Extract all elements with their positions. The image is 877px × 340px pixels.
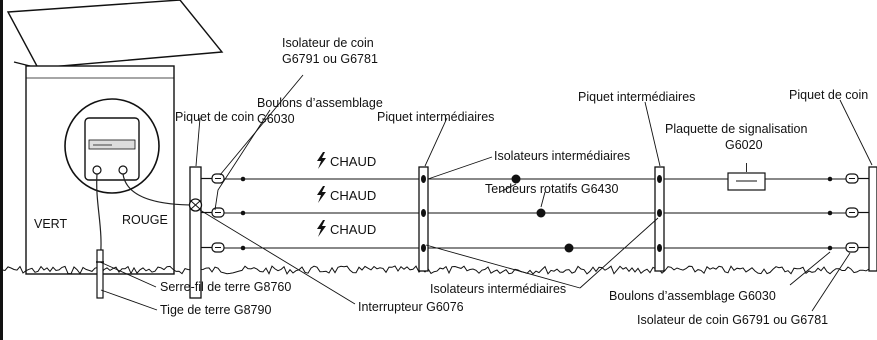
lightning-bolt-icon	[317, 186, 326, 203]
posts	[189, 166, 877, 299]
label-corner-post-right: Piquet de coin	[789, 88, 868, 102]
line-post-left	[418, 166, 429, 272]
bolts-right	[827, 176, 833, 251]
frame-edge	[0, 0, 3, 340]
label-corner-insulator-bottom: Isolateur de coin G6791 ou G6781	[637, 313, 828, 327]
label-corner-insulator-top-1: Isolateur de coin	[282, 36, 374, 50]
label-sign-1: Plaquette de signalisation	[665, 122, 808, 136]
hot-wire-labels: CHAUD CHAUD CHAUD	[317, 152, 376, 237]
corner-insulators-left	[201, 173, 225, 253]
label-bolts-top-2: G6030	[257, 112, 295, 126]
label-earth-rod: Tige de terre G8790	[160, 303, 271, 317]
corner-post-left	[189, 166, 202, 299]
corner-insulators-right	[845, 173, 869, 253]
cut-out-switch	[188, 198, 203, 212]
label-bolts-bottom: Boulons d’assemblage G6030	[609, 289, 776, 303]
label-sign-2: G6020	[725, 138, 763, 152]
label-switch: Interrupteur G6076	[358, 300, 464, 314]
label-line-insulators-bottom: Isolateurs intermédiaires	[430, 282, 566, 296]
terminal-green	[92, 165, 102, 175]
label-red: ROUGE	[122, 213, 168, 227]
label-corner-post-left: Piquet de coin	[175, 110, 254, 124]
red-lead	[122, 173, 196, 206]
label-hot-wire-3: CHAUD	[330, 222, 376, 237]
tensioners	[511, 174, 574, 253]
label-green: VERT	[34, 217, 67, 231]
energizer-display	[88, 139, 136, 150]
lightning-bolt-icon	[317, 152, 326, 169]
bolts-left	[240, 176, 246, 251]
label-tensioners: Tendeurs rotatifs G6430	[485, 182, 618, 196]
terminal-red	[118, 165, 128, 175]
grass-line	[0, 265, 876, 275]
label-line-post-right: Piquet intermédiaires	[578, 90, 695, 104]
warning-sign	[727, 163, 766, 191]
label-bolts-top-1: Boulons d’assemblage	[257, 96, 383, 110]
label-corner-insulator-top-2: G6791 ou G6781	[282, 52, 378, 66]
label-line-insulators-top: Isolateurs intermédiaires	[494, 149, 630, 163]
label-earth-clamp: Serre-fil de terre G8760	[160, 280, 291, 294]
label-hot-wire-1: CHAUD	[330, 154, 376, 169]
leader-lines	[99, 74, 873, 312]
label-hot-wire-2: CHAUD	[330, 188, 376, 203]
shed-roof	[6, 0, 224, 69]
corner-post-right	[868, 166, 877, 272]
labels: Isolateur de coin G6791 ou G6781 Boulons…	[34, 36, 868, 327]
label-line-post-left: Piquet intermédiaires	[377, 110, 494, 124]
line-post-right	[654, 166, 665, 272]
line-insulators	[421, 175, 662, 252]
lightning-bolt-icon	[317, 220, 326, 237]
energizer-detail	[64, 98, 160, 194]
